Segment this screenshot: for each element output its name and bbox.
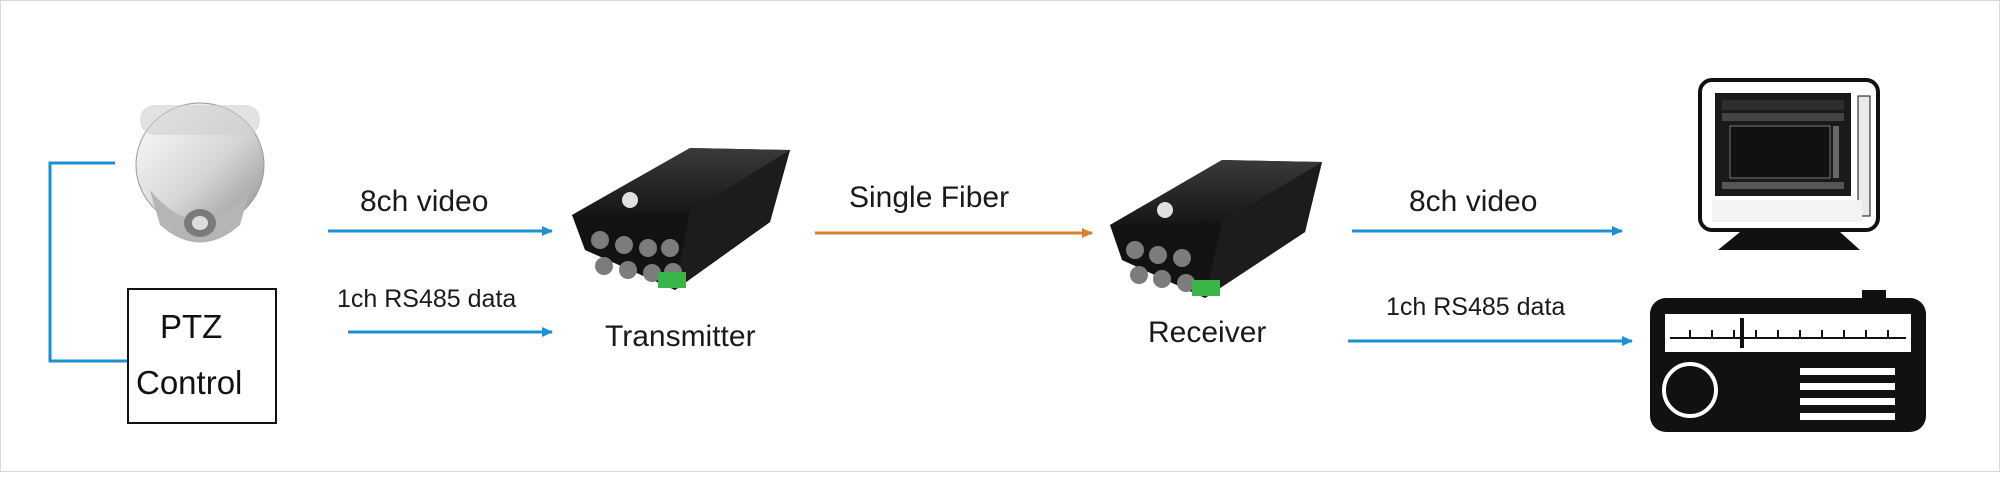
- ptz-control-box: [127, 288, 277, 424]
- receiver-label: Receiver: [1148, 316, 1267, 349]
- dome-camera-icon: [135, 102, 265, 243]
- video-left-label: 8ch video: [360, 185, 489, 218]
- transmitter-label: Transmitter: [605, 320, 756, 353]
- fiber-label: Single Fiber: [849, 181, 1010, 214]
- ptz-connection-line: [48, 161, 127, 363]
- video-right-label: 8ch video: [1409, 185, 1538, 218]
- dvr-recorder-icon: [1650, 290, 1926, 432]
- fiber-transmitter-device: [572, 148, 790, 290]
- fiber-receiver-device: [1110, 160, 1322, 298]
- monitor-icon: [1698, 78, 1880, 250]
- ptz-control-label-line1: PTZ: [160, 308, 223, 345]
- ptz-control-label-line2: Control: [136, 364, 243, 401]
- rs485-left-label: 1ch RS485 data: [337, 285, 517, 313]
- rs485-right-label: 1ch RS485 data: [1386, 293, 1566, 321]
